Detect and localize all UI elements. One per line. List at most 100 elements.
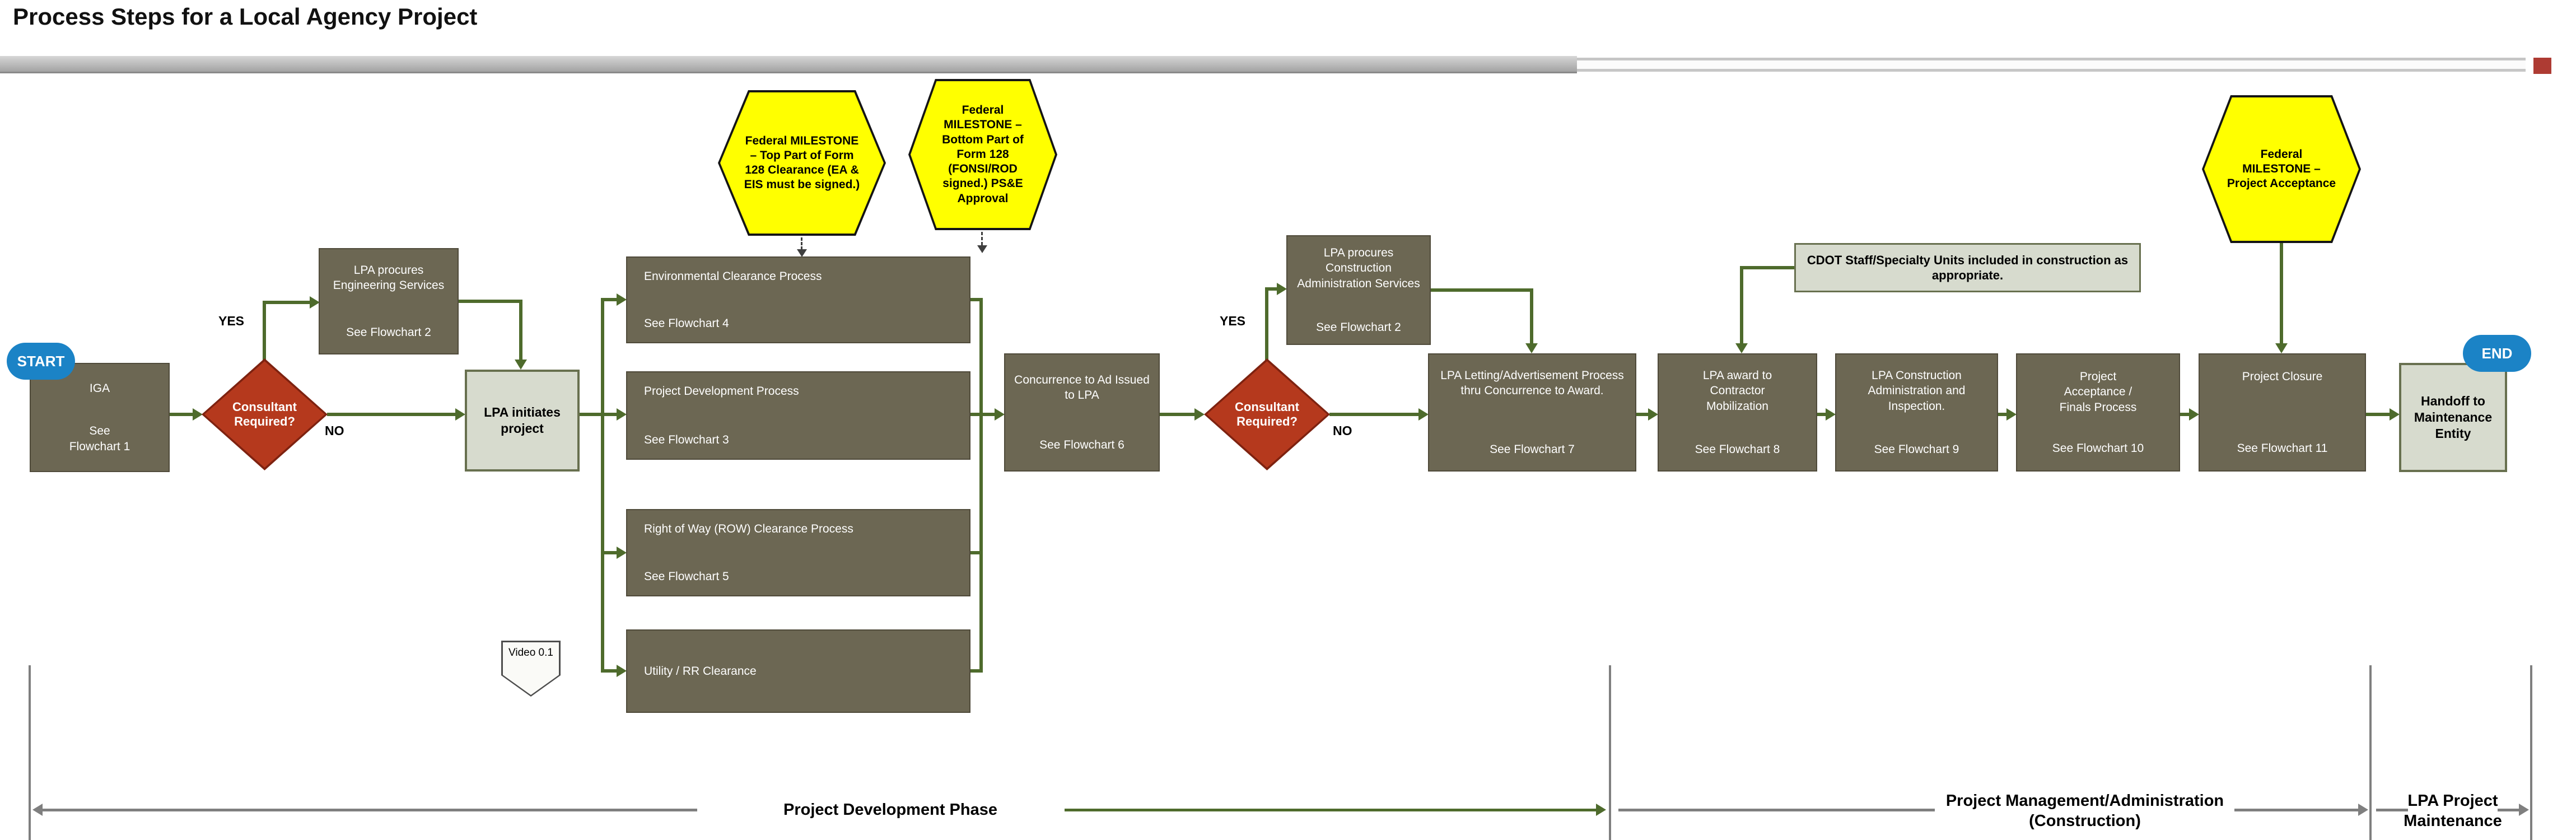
arrowhead: [2006, 408, 2017, 421]
node-video-01: Video 0.1: [501, 641, 561, 697]
arrowhead: [1648, 408, 1658, 421]
label-yes-1: YES: [218, 314, 245, 328]
connector: [2180, 413, 2190, 416]
connector: [170, 413, 193, 416]
arrowhead: [977, 245, 987, 253]
connector: [327, 413, 456, 416]
arrowhead: [797, 249, 807, 257]
phase-line: [2234, 809, 2359, 811]
phase-line: [42, 809, 697, 811]
flowchart-ref: See Flowchart 8: [1695, 442, 1780, 456]
connector: [970, 669, 983, 673]
node-label: LPA procures Engineering Services: [333, 264, 445, 292]
arrowhead: [310, 296, 320, 309]
node-consultant-required-1: Consultant Required?: [202, 358, 328, 470]
milestone-label: Federal MILESTONE – Project Acceptance: [2227, 147, 2336, 190]
flowchart-ref: See Flowchart 7: [1490, 442, 1575, 456]
arrowhead: [2390, 408, 2400, 421]
arrowhead: [617, 408, 627, 421]
node-project-closure: Project Closure See Flowchart 11: [2199, 353, 2366, 472]
arrowhead: [617, 293, 627, 306]
scrollbar-track[interactable]: [1577, 58, 2526, 72]
node-award-mobilization: LPA award to Contractor Mobilization See…: [1658, 353, 1817, 472]
phase-divider: [2530, 665, 2532, 840]
arrowhead: [515, 360, 527, 370]
phase-divider: [2369, 665, 2372, 840]
node-label: LPA Construction Administration and Insp…: [1868, 369, 1966, 413]
scrollbar-thumb[interactable]: [0, 56, 1577, 73]
connector: [604, 413, 618, 416]
arrowhead: [1418, 408, 1429, 421]
arrowhead: [617, 547, 627, 559]
flowchart-ref: See Flowchart 9: [1874, 442, 1959, 456]
arrowhead: [193, 408, 203, 421]
connector: [979, 298, 983, 673]
milestone-form128-bottom: Federal MILESTONE – Bottom Part of Form …: [908, 79, 1057, 230]
flowchart-ref: See Flowchart 5: [644, 570, 729, 583]
phase-label-maintenance: LPA Project Maintenance: [2404, 792, 2502, 830]
node-label: Video 0.1: [508, 647, 553, 659]
connector: [459, 300, 522, 303]
connector: [1431, 288, 1533, 292]
node-label: Project Acceptance / Finals Process: [2059, 370, 2137, 414]
arrowhead: [1826, 408, 1836, 421]
phase-label-development: Project Development Phase: [783, 801, 997, 819]
flowchart-ref: See Flowchart 11: [2237, 441, 2328, 455]
flowchart-ref: See Flowchart 1: [69, 424, 130, 453]
node-iga: IGA See Flowchart 1: [30, 363, 170, 472]
node-label: LPA initiates project: [484, 405, 561, 436]
flowchart-ref: See Flowchart 4: [644, 316, 729, 330]
node-label: LPA award to Contractor Mobilization: [1702, 369, 1772, 413]
phase-line: [1618, 809, 1935, 811]
arrowhead: [1525, 343, 1538, 353]
flowchart-ref: See Flowchart 10: [2052, 441, 2144, 455]
arrowhead: [455, 408, 465, 421]
arrowhead: [617, 665, 627, 677]
arrowhead: [1277, 283, 1287, 295]
arrowhead: [2275, 343, 2288, 353]
node-label: Project Closure: [2242, 370, 2323, 383]
arrowhead: [2358, 804, 2368, 816]
arrowhead: [2189, 408, 2199, 421]
connector: [580, 413, 604, 416]
phase-line: [1065, 809, 1597, 811]
decision-label: Consultant Required?: [1235, 399, 1299, 428]
arrowhead: [995, 408, 1005, 421]
connector: [263, 301, 266, 362]
page-title: Process Steps for a Local Agency Project: [13, 3, 478, 30]
connector: [263, 301, 311, 304]
node-label: LPA procures Construction Administration…: [1297, 246, 1420, 290]
flowchart-ref: See Flowchart 3: [644, 433, 729, 446]
node-label: Right of Way (ROW) Clearance Process: [644, 522, 853, 535]
connector: [970, 298, 983, 301]
connector: [983, 413, 995, 416]
connector: [2366, 413, 2390, 416]
end-terminator: END: [2463, 335, 2531, 372]
flowchart-ref: See Flowchart 2: [346, 325, 431, 339]
node-letting-advertisement: LPA Letting/Advertisement Process thru C…: [1428, 353, 1636, 472]
arrowhead: [2519, 804, 2529, 816]
connector: [1329, 413, 1419, 416]
arrowhead: [1735, 343, 1748, 353]
node-environmental-clearance: Environmental Clearance Process See Flow…: [626, 256, 970, 343]
label-no-2: NO: [1333, 423, 1352, 438]
node-label: IGA: [89, 382, 110, 395]
connector-dashed: [981, 232, 983, 245]
connector: [970, 551, 983, 554]
note-label: CDOT Staff/Specialty Units included in c…: [1807, 253, 2129, 283]
node-construction-admin-inspection: LPA Construction Administration and Insp…: [1835, 353, 1998, 472]
scrollbar-marker: [2533, 58, 2551, 74]
start-terminator: START: [7, 343, 75, 380]
connector: [601, 298, 604, 673]
phase-divider: [29, 665, 31, 840]
start-label: START: [17, 352, 65, 370]
phase-line: [2498, 809, 2520, 811]
connector: [1998, 413, 2007, 416]
milestone-label: Federal MILESTONE – Bottom Part of Form …: [942, 104, 1024, 205]
end-label: END: [2481, 344, 2513, 362]
node-concurrence-to-ad: Concurrence to Ad Issued to LPA See Flow…: [1004, 353, 1160, 472]
connector: [604, 551, 618, 554]
node-initiate-project: LPA initiates project: [465, 370, 580, 472]
milestone-project-acceptance: Federal MILESTONE – Project Acceptance: [2202, 95, 2361, 243]
